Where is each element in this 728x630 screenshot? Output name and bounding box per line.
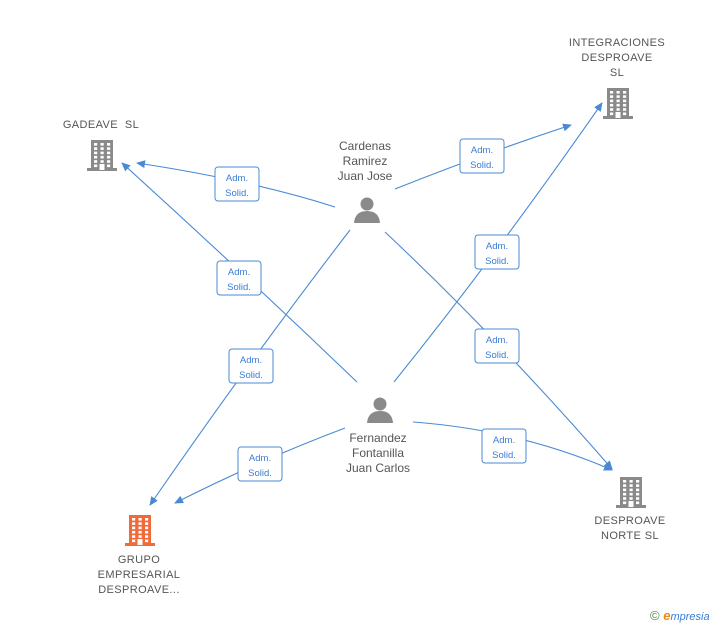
edge-label-box	[216, 260, 262, 296]
edge-label-box	[474, 234, 520, 270]
node-norte[interactable]: DESPROAVE NORTE SL	[594, 477, 665, 542]
edge-label-cardenas-grupo[interactable]: Adm. Solid.	[228, 348, 274, 384]
person-icon	[367, 397, 393, 423]
node-label-line: Juan Carlos	[346, 461, 410, 475]
building-icon	[125, 515, 155, 546]
edge-label-box	[214, 166, 260, 202]
edge-label-cardenas-gadeave[interactable]: Adm. Solid.	[214, 166, 260, 202]
node-label-line: DESPROAVE...	[98, 584, 180, 596]
edge-labels-layer: Adm. Solid. Adm. Solid. Adm. Solid. Adm. Solid.…	[214, 138, 527, 482]
edge-label-line: Adm.	[226, 173, 248, 184]
node-gadeave[interactable]: GADEAVE SL	[63, 119, 139, 171]
node-label-line: Ramirez	[343, 154, 388, 168]
edge-label-fernandez-gadeave[interactable]: Adm. Solid.	[216, 260, 262, 296]
brand-e: e	[663, 608, 671, 623]
edge-label-cardenas-integraciones[interactable]: Adm. Solid.	[459, 138, 505, 174]
node-label-line: INTEGRACIONES	[569, 37, 665, 49]
node-integraciones[interactable]: INTEGRACIONES DESPROAVE SL	[569, 37, 665, 119]
edge-label-line: Solid.	[248, 468, 272, 479]
edge-label-line: Adm.	[249, 453, 271, 464]
node-grupo[interactable]: GRUPO EMPRESARIAL DESPROAVE...	[98, 515, 181, 596]
edge-label-cardenas-norte[interactable]: Adm. Solid.	[474, 328, 520, 364]
node-label-line: Fontanilla	[352, 446, 404, 460]
node-label-line: NORTE SL	[601, 530, 659, 542]
nodes-layer: INTEGRACIONES DESPROAVE SL GADEAVE SL Carden…	[63, 37, 665, 596]
building-icon	[616, 477, 646, 508]
building-icon	[603, 88, 633, 119]
edge-label-line: Adm.	[486, 241, 508, 252]
edge-label-fernandez-norte[interactable]: Adm. Solid.	[481, 428, 527, 464]
edge-label-line: Solid.	[492, 450, 516, 461]
edge-label-line: Solid.	[227, 282, 251, 293]
edge-label-box	[237, 446, 283, 482]
edge-label-fernandez-grupo[interactable]: Adm. Solid.	[237, 446, 283, 482]
copyright-symbol: ©	[650, 608, 660, 623]
edge-label-line: Adm.	[493, 435, 515, 446]
edge-label-box	[459, 138, 505, 174]
edge-label-box	[481, 428, 527, 464]
node-label-line: DESPROAVE	[594, 515, 665, 527]
node-label-line: Cardenas	[339, 139, 391, 153]
edge-label-line: Adm.	[486, 335, 508, 346]
edge-label-box	[228, 348, 274, 384]
edge-label-line: Solid.	[470, 160, 494, 171]
edge-label-line: Solid.	[485, 350, 509, 361]
empresia-brand[interactable]: © empresia	[650, 608, 710, 623]
edge-label-line: Solid.	[225, 188, 249, 199]
node-label-line: DESPROAVE	[581, 52, 652, 64]
node-label-line: GRUPO	[118, 554, 160, 566]
node-label-line: SL	[610, 67, 624, 79]
edge-label-fernandez-integraciones[interactable]: Adm. Solid.	[474, 234, 520, 270]
edge-label-line: Adm.	[471, 145, 493, 156]
building-icon	[87, 140, 117, 171]
node-label-line: GADEAVE SL	[63, 119, 139, 131]
edge-label-line: Solid.	[485, 256, 509, 267]
brand-name: mpresia	[670, 611, 710, 623]
edge-label-line: Adm.	[228, 267, 250, 278]
edge-label-line: Adm.	[240, 355, 262, 366]
edge-label-box	[474, 328, 520, 364]
edge-label-line: Solid.	[239, 370, 263, 381]
node-label-line: Fernandez	[349, 431, 406, 445]
person-icon	[354, 197, 380, 223]
node-label-line: EMPRESARIAL	[98, 569, 181, 581]
node-label-line: Juan Jose	[338, 169, 393, 183]
